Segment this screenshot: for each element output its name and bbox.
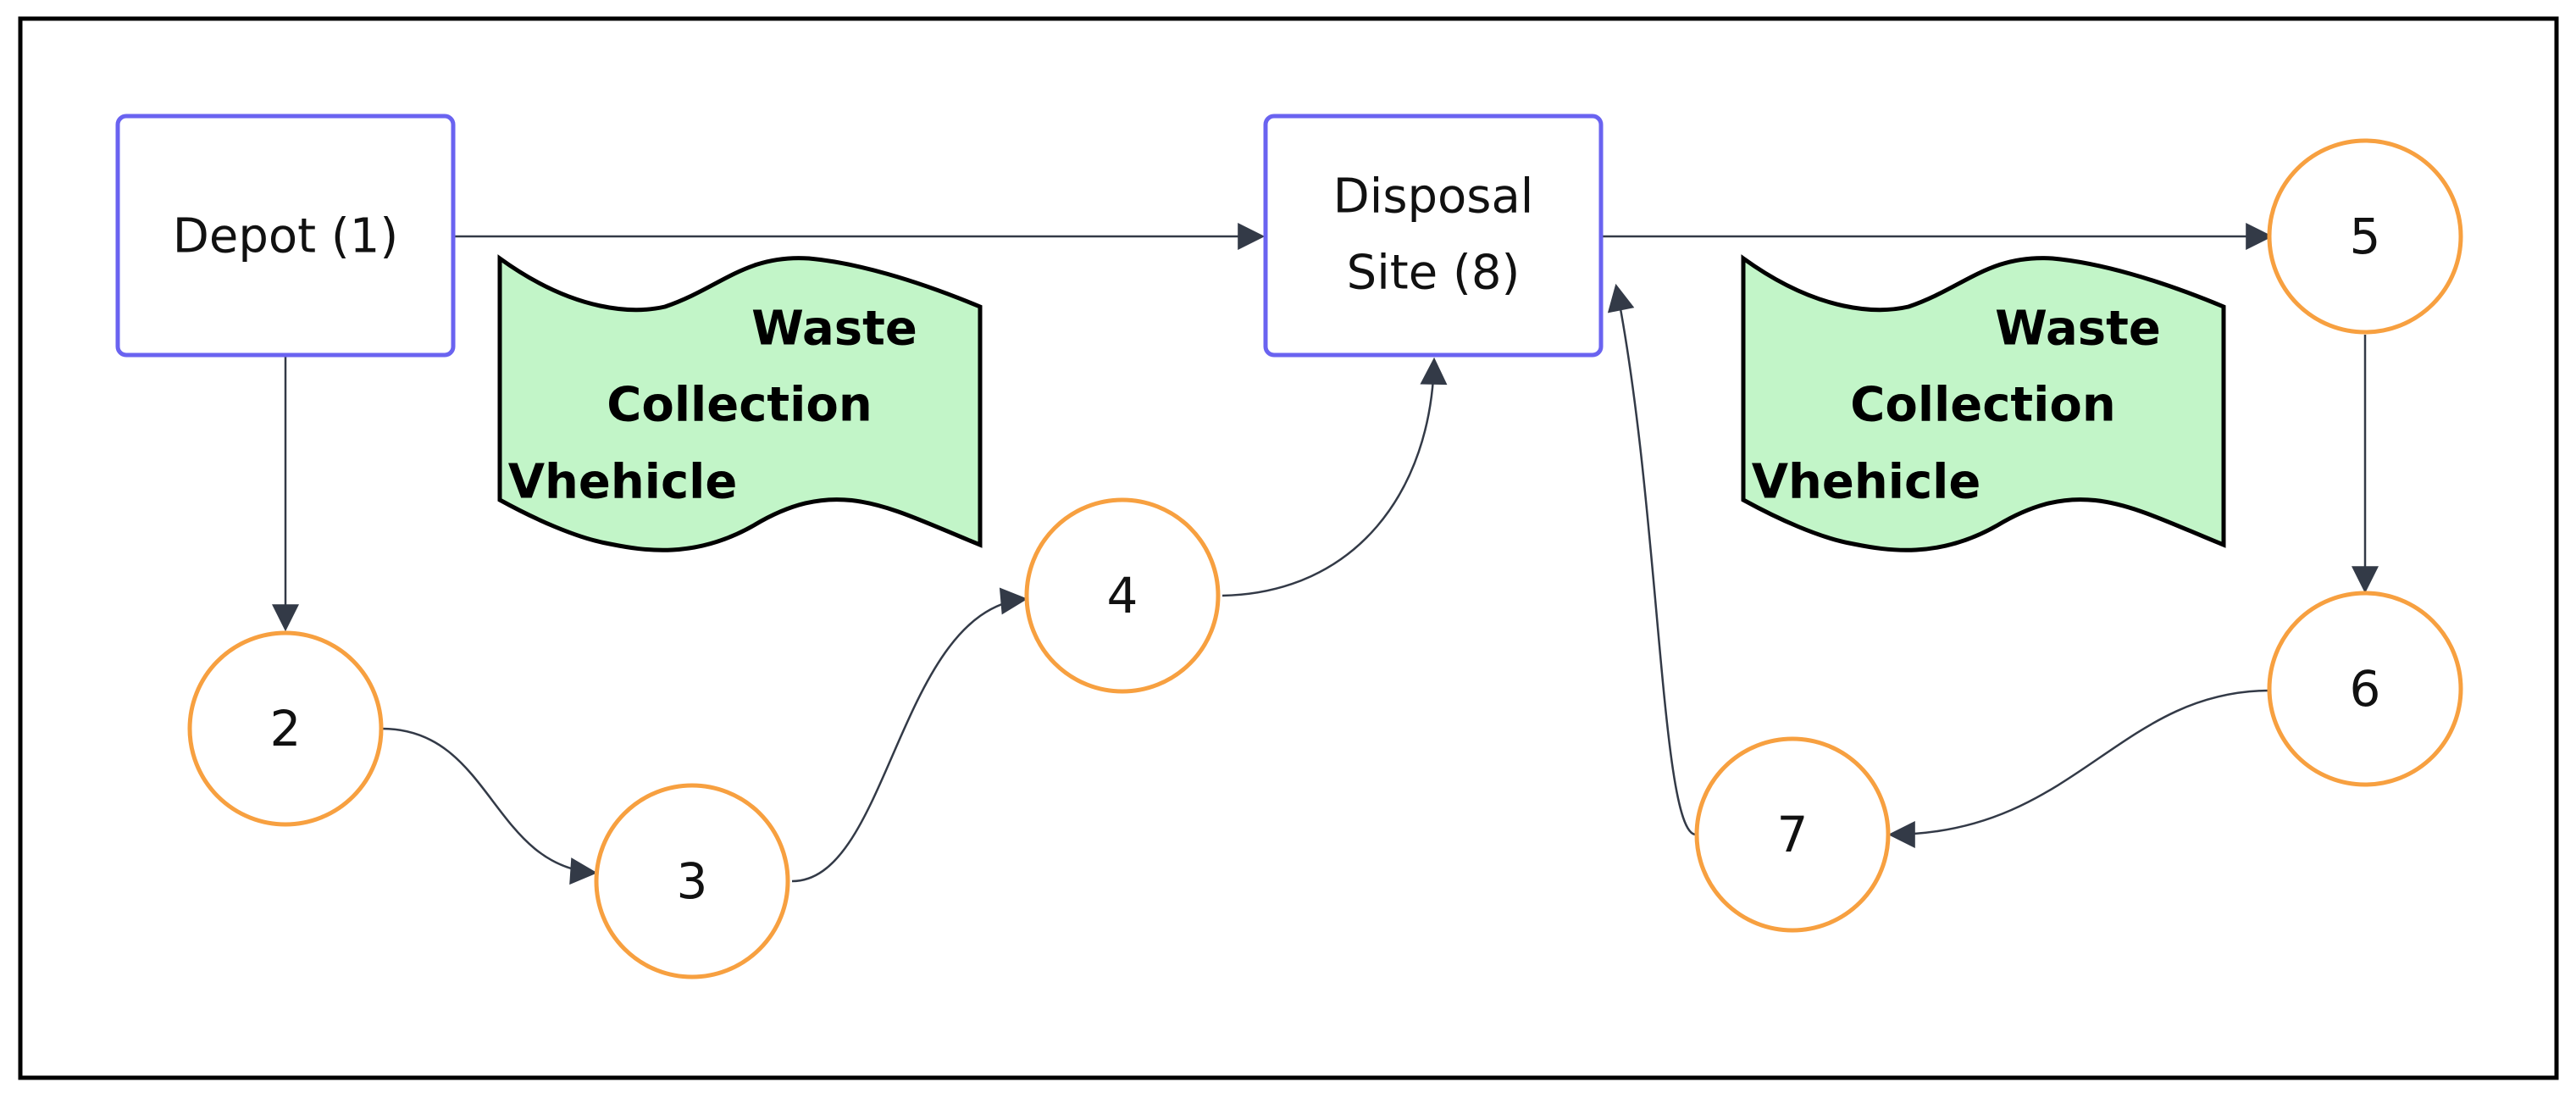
depot-box <box>115 114 456 358</box>
flag-waste-collection-vehicle-2: Waste Collection Vhehicle <box>1741 254 2226 552</box>
edge-7-to-disposal <box>1607 283 1697 836</box>
flag-2-line3: Vhehicle <box>1752 455 1981 510</box>
edge-6-to-7 <box>1887 689 2271 848</box>
node-4-label: 4 <box>1107 567 1138 624</box>
depot-label: Depot (1) <box>173 209 398 264</box>
node-depot: Depot (1) <box>115 114 456 358</box>
disposal-label-line2: Site (8) <box>1347 246 1521 301</box>
edge-3-to-4 <box>791 587 1028 883</box>
flag-2-line2: Collection <box>1850 378 2115 433</box>
node-2: 2 <box>187 630 384 827</box>
edge-4-to-disposal <box>1222 357 1448 597</box>
disposal-box <box>1263 114 1604 358</box>
disposal-label-line1: Disposal <box>1333 169 1534 225</box>
node-6-label: 6 <box>2350 660 2381 718</box>
flag-1-line1: Waste <box>751 302 917 357</box>
node-3-circle <box>594 783 790 979</box>
node-7: 7 <box>1694 736 1891 933</box>
flag-shape-2 <box>1741 254 2226 552</box>
edge-2-to-3 <box>381 727 598 885</box>
flag-1-line2: Collection <box>607 378 872 433</box>
node-4: 4 <box>1024 497 1221 694</box>
node-4-circle <box>1024 497 1221 694</box>
node-5-label: 5 <box>2350 208 2381 265</box>
flag-waste-collection-vehicle-1: Waste Collection Vhehicle <box>497 254 983 552</box>
node-6-circle <box>2267 591 2463 787</box>
node-7-label: 7 <box>1777 806 1809 863</box>
edges <box>272 223 2379 885</box>
node-3-label: 3 <box>677 852 708 910</box>
node-disposal-site: Disposal Site (8) <box>1263 114 1604 358</box>
node-6: 6 <box>2267 591 2463 787</box>
node-5: 5 <box>2267 138 2463 335</box>
node-7-circle <box>1694 736 1891 933</box>
node-2-circle <box>187 630 384 827</box>
flag-2-line1: Waste <box>1995 302 2161 357</box>
flag-shape-1 <box>497 254 983 552</box>
flag-1-line3: Vhehicle <box>508 455 738 510</box>
node-2-label: 2 <box>270 700 302 757</box>
node-5-circle <box>2267 138 2463 335</box>
node-3: 3 <box>594 783 790 979</box>
